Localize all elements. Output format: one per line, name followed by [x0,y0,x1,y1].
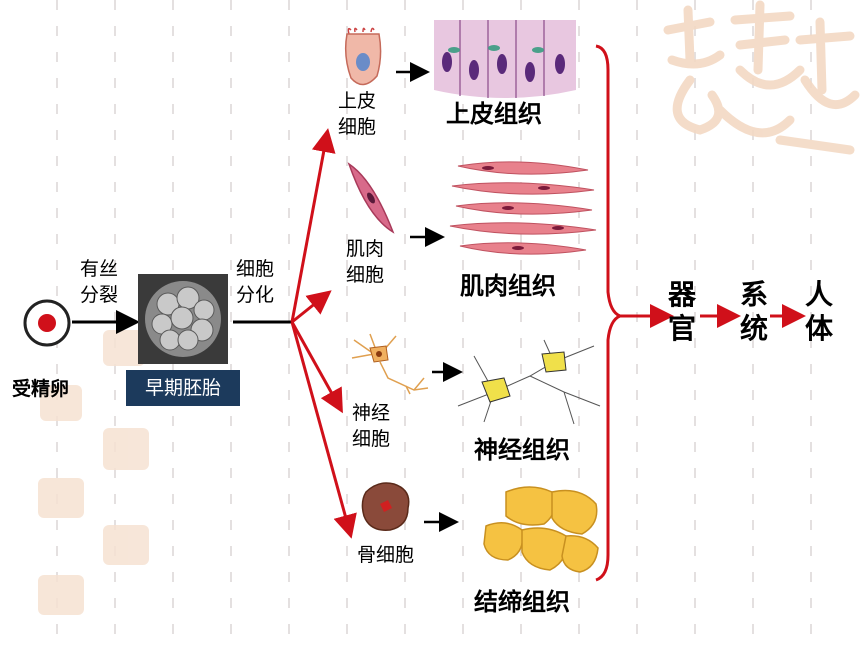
connective-tissue-image [483,486,599,573]
early-embryo-label: 早期胚胎 [126,370,240,406]
nerve-tissue-label: 神经组织 [474,436,570,464]
arrow-to-epithelial [290,128,336,323]
body-label-1: 人 [805,278,834,311]
nerve-cell-label-1: 神经 [352,402,391,424]
differentiation-label-1: 细胞 [236,258,275,280]
nerve-cell-label-2: 细胞 [352,428,391,450]
muscle-cell-label-2: 细胞 [346,264,385,286]
epithelial-cell-label-1: 上皮 [338,90,377,112]
nerve-tissue-image [457,339,601,425]
muscle-tissue-image [449,161,597,255]
mitosis-label-1: 有丝 [80,258,119,280]
epithelial-tissue-image [434,20,576,98]
zygote-label: 受精卵 [12,378,70,400]
organ-label-1: 器 [668,278,697,311]
mitosis-label-2: 分裂 [80,284,119,306]
arrow-to-muscle [291,290,332,324]
epithelial-cell-image [344,27,382,86]
connective-tissue-label: 结缔组织 [474,588,570,616]
muscle-tissue-label: 肌肉组织 [460,272,556,300]
nerve-cell-image [351,333,429,395]
bone-cell-label: 骨细胞 [357,544,415,566]
arrow-to-nerve [290,321,343,414]
muscle-cell-label-1: 肌肉 [346,238,385,260]
body-label-2: 体 [805,312,834,345]
differentiation-label-2: 分化 [236,284,275,306]
epithelial-cell-label-2: 细胞 [338,116,377,138]
organ-label-2: 官 [668,312,697,345]
system-label-1: 系 [740,278,769,311]
arrow-to-bone [290,321,357,539]
epithelial-tissue-label: 上皮组织 [446,100,542,128]
muscle-cell-image [347,162,395,234]
system-label-2: 统 [740,312,769,345]
embryo-image [138,274,228,364]
bone-cell-image [361,482,410,531]
zygote-icon [23,299,71,347]
